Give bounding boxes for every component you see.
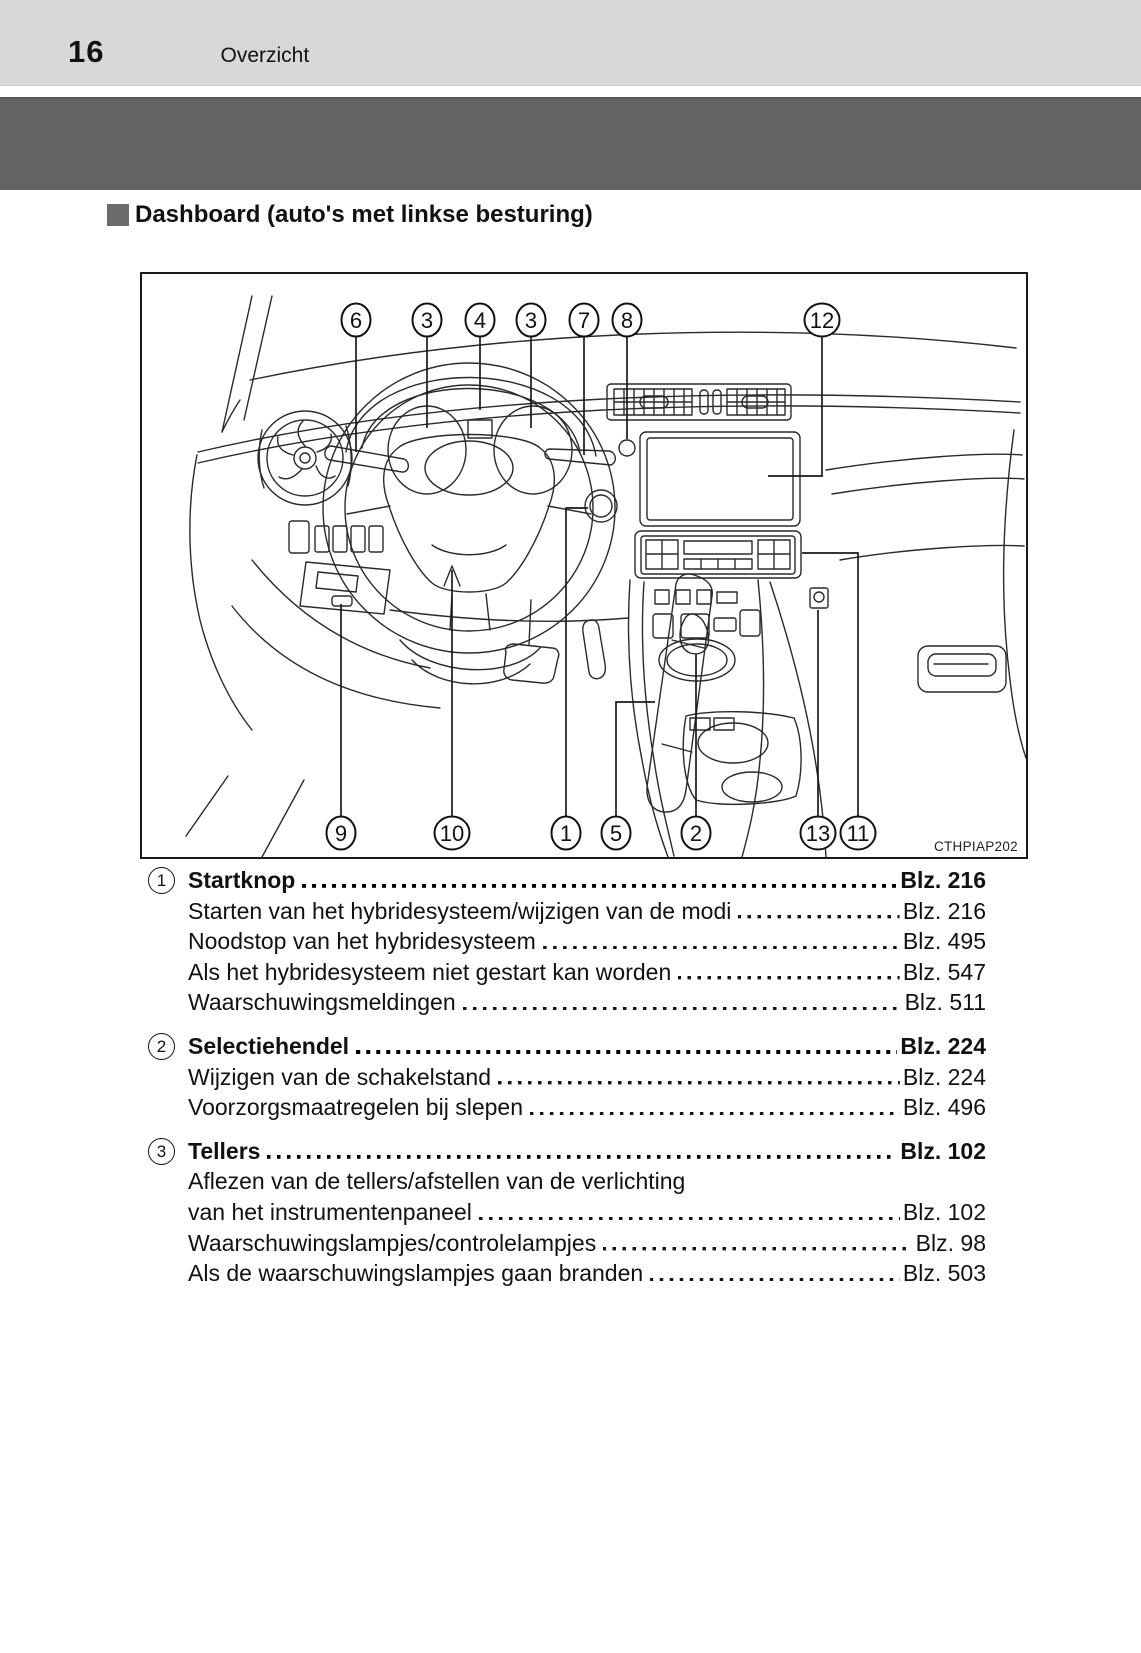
item-number-badge: 2 bbox=[148, 1032, 175, 1060]
callout-top-3: 4 bbox=[464, 302, 496, 338]
svg-text:4: 4 bbox=[474, 308, 486, 333]
figure-code: CTHPIAP202 bbox=[933, 839, 1018, 854]
dot-leader bbox=[498, 1081, 900, 1085]
entry-label: Waarschuwingsmeldingen bbox=[188, 989, 456, 1016]
entry-page: Blz. 511 bbox=[904, 989, 986, 1016]
dot-leader bbox=[738, 915, 900, 919]
dashboard-line-drawing: 6 3 4 3 7 8 12 bbox=[185, 295, 1026, 857]
svg-text:2: 2 bbox=[690, 821, 702, 846]
callout-bottom-5: 2 bbox=[680, 815, 712, 851]
dashboard-art bbox=[185, 295, 1026, 857]
entry-page: Blz. 496 bbox=[902, 1094, 986, 1121]
dot-leader bbox=[678, 976, 900, 980]
entry-page: Blz. 547 bbox=[902, 958, 986, 985]
entry-page: Blz. 495 bbox=[902, 928, 986, 955]
callout-top-4: 3 bbox=[515, 302, 547, 338]
entry-page: Blz. 102 bbox=[900, 1137, 986, 1164]
entry-label: Wijzigen van de schakelstand bbox=[188, 1063, 491, 1090]
dot-leader bbox=[603, 1247, 913, 1251]
svg-text:5: 5 bbox=[610, 821, 622, 846]
svg-text:6: 6 bbox=[350, 308, 362, 333]
chapter-name: Overzicht bbox=[220, 44, 310, 67]
dot-leader bbox=[650, 1277, 900, 1282]
toc-entry-sub: Aflezen van de tellers/afstellen van de … bbox=[148, 1166, 986, 1197]
entry-label: Als het hybridesysteem niet gestart kan … bbox=[188, 958, 672, 985]
svg-text:11: 11 bbox=[847, 821, 870, 846]
entry-label: Waarschuwingslampjes/controlelampjes bbox=[188, 1229, 597, 1256]
entry-page: Blz. 98 bbox=[915, 1229, 986, 1256]
item-number-badge: 3 bbox=[148, 1137, 175, 1165]
toc-entry-sub: Waarschuwingslampjes/controlelampjes Blz.… bbox=[148, 1228, 986, 1259]
entry-label: Starten van het hybridesysteem/wijzigen … bbox=[188, 897, 732, 924]
entry-page: Blz. 216 bbox=[900, 867, 986, 893]
svg-text:13: 13 bbox=[806, 821, 830, 846]
entry-page: Blz. 503 bbox=[902, 1260, 986, 1287]
callout-leader-lines bbox=[340, 337, 859, 816]
toc-entry-sub: van het instrumentenpaneel Blz. 102 bbox=[148, 1197, 986, 1228]
entry-label: Startknop bbox=[188, 867, 296, 893]
callout-bottom-2: 10 bbox=[433, 815, 471, 851]
callout-top-7: 12 bbox=[803, 302, 841, 338]
entry-page: Blz. 102 bbox=[902, 1198, 986, 1225]
toc-entry-sub: Wijzigen van de schakelstand Blz. 224 bbox=[148, 1062, 986, 1093]
entry-label: Voorzorgsmaatregelen bij slepen bbox=[188, 1094, 523, 1121]
callout-bottom-4: 5 bbox=[600, 815, 632, 851]
entry-label: Tellers bbox=[188, 1137, 261, 1164]
dot-leader bbox=[542, 945, 900, 950]
svg-text:8: 8 bbox=[621, 308, 633, 333]
svg-text:3: 3 bbox=[421, 308, 433, 333]
toc-entry-sub: Voorzorgsmaatregelen bij slepen Blz. 496 bbox=[148, 1092, 986, 1123]
toc-entry-title: 1 Startknop Blz. 216 bbox=[148, 865, 986, 896]
entry-page: Blz. 224 bbox=[900, 1032, 986, 1059]
entry-label: Aflezen van de tellers/afstellen van de … bbox=[188, 1168, 686, 1195]
toc-entry-sub: Noodstop van het hybridesysteem Blz. 495 bbox=[148, 926, 986, 957]
callout-bottom-1: 9 bbox=[325, 815, 357, 851]
toc-entry-sub: Als het hybridesysteem niet gestart kan … bbox=[148, 957, 986, 988]
entry-label: Selectiehendel bbox=[188, 1032, 350, 1059]
dot-leader bbox=[478, 1216, 900, 1220]
entry-page: Blz. 224 bbox=[902, 1063, 986, 1090]
dot-leader bbox=[267, 1154, 898, 1159]
entry-page: Blz. 216 bbox=[902, 897, 986, 924]
dot-leader bbox=[462, 1006, 902, 1011]
svg-text:12: 12 bbox=[810, 308, 834, 333]
callout-bottom-6: 13 bbox=[799, 815, 837, 851]
page-number: 16 bbox=[68, 34, 105, 69]
toc-entry-sub: Als de waarschuwingslampjes gaan branden… bbox=[148, 1258, 986, 1289]
dashboard-figure: 6 3 4 3 7 8 12 bbox=[140, 272, 1028, 859]
section-title: Dashboard (auto's met linkse besturing) bbox=[135, 201, 593, 228]
section-title-row: Dashboard (auto's met linkse besturing) bbox=[107, 201, 593, 229]
entry-label: Noodstop van het hybridesysteem bbox=[188, 928, 536, 955]
section-marker-icon bbox=[107, 204, 129, 226]
svg-text:3: 3 bbox=[525, 308, 537, 333]
svg-text:9: 9 bbox=[335, 821, 347, 846]
svg-text:7: 7 bbox=[578, 308, 590, 333]
page-header: 16 Overzicht bbox=[0, 0, 1141, 86]
callout-top-1: 6 bbox=[340, 302, 372, 338]
callout-top-6: 8 bbox=[611, 302, 643, 338]
toc-entry-sub: Starten van het hybridesysteem/wijzigen … bbox=[148, 896, 986, 927]
callout-top-5: 7 bbox=[568, 302, 600, 338]
dot-leader bbox=[356, 1050, 898, 1054]
svg-text:10: 10 bbox=[440, 821, 464, 846]
toc-entry-title: 2 Selectiehendel Blz. 224 bbox=[148, 1031, 986, 1062]
dot-leader bbox=[529, 1111, 900, 1116]
callout-bottom-7: 11 bbox=[839, 815, 877, 851]
chapter-banner bbox=[0, 97, 1141, 190]
svg-text:1: 1 bbox=[560, 821, 572, 846]
entry-label: van het instrumentenpaneel bbox=[188, 1198, 472, 1225]
item-number-badge: 1 bbox=[148, 866, 175, 894]
callout-bottom-3: 1 bbox=[550, 815, 582, 851]
entry-label: Als de waarschuwingslampjes gaan branden bbox=[188, 1260, 644, 1287]
dot-leader bbox=[302, 884, 898, 888]
toc-entry-sub: Waarschuwingsmeldingen Blz. 511 bbox=[148, 987, 986, 1018]
toc-entry-title: 3 Tellers Blz. 102 bbox=[148, 1136, 986, 1167]
callout-top-2: 3 bbox=[411, 302, 443, 338]
